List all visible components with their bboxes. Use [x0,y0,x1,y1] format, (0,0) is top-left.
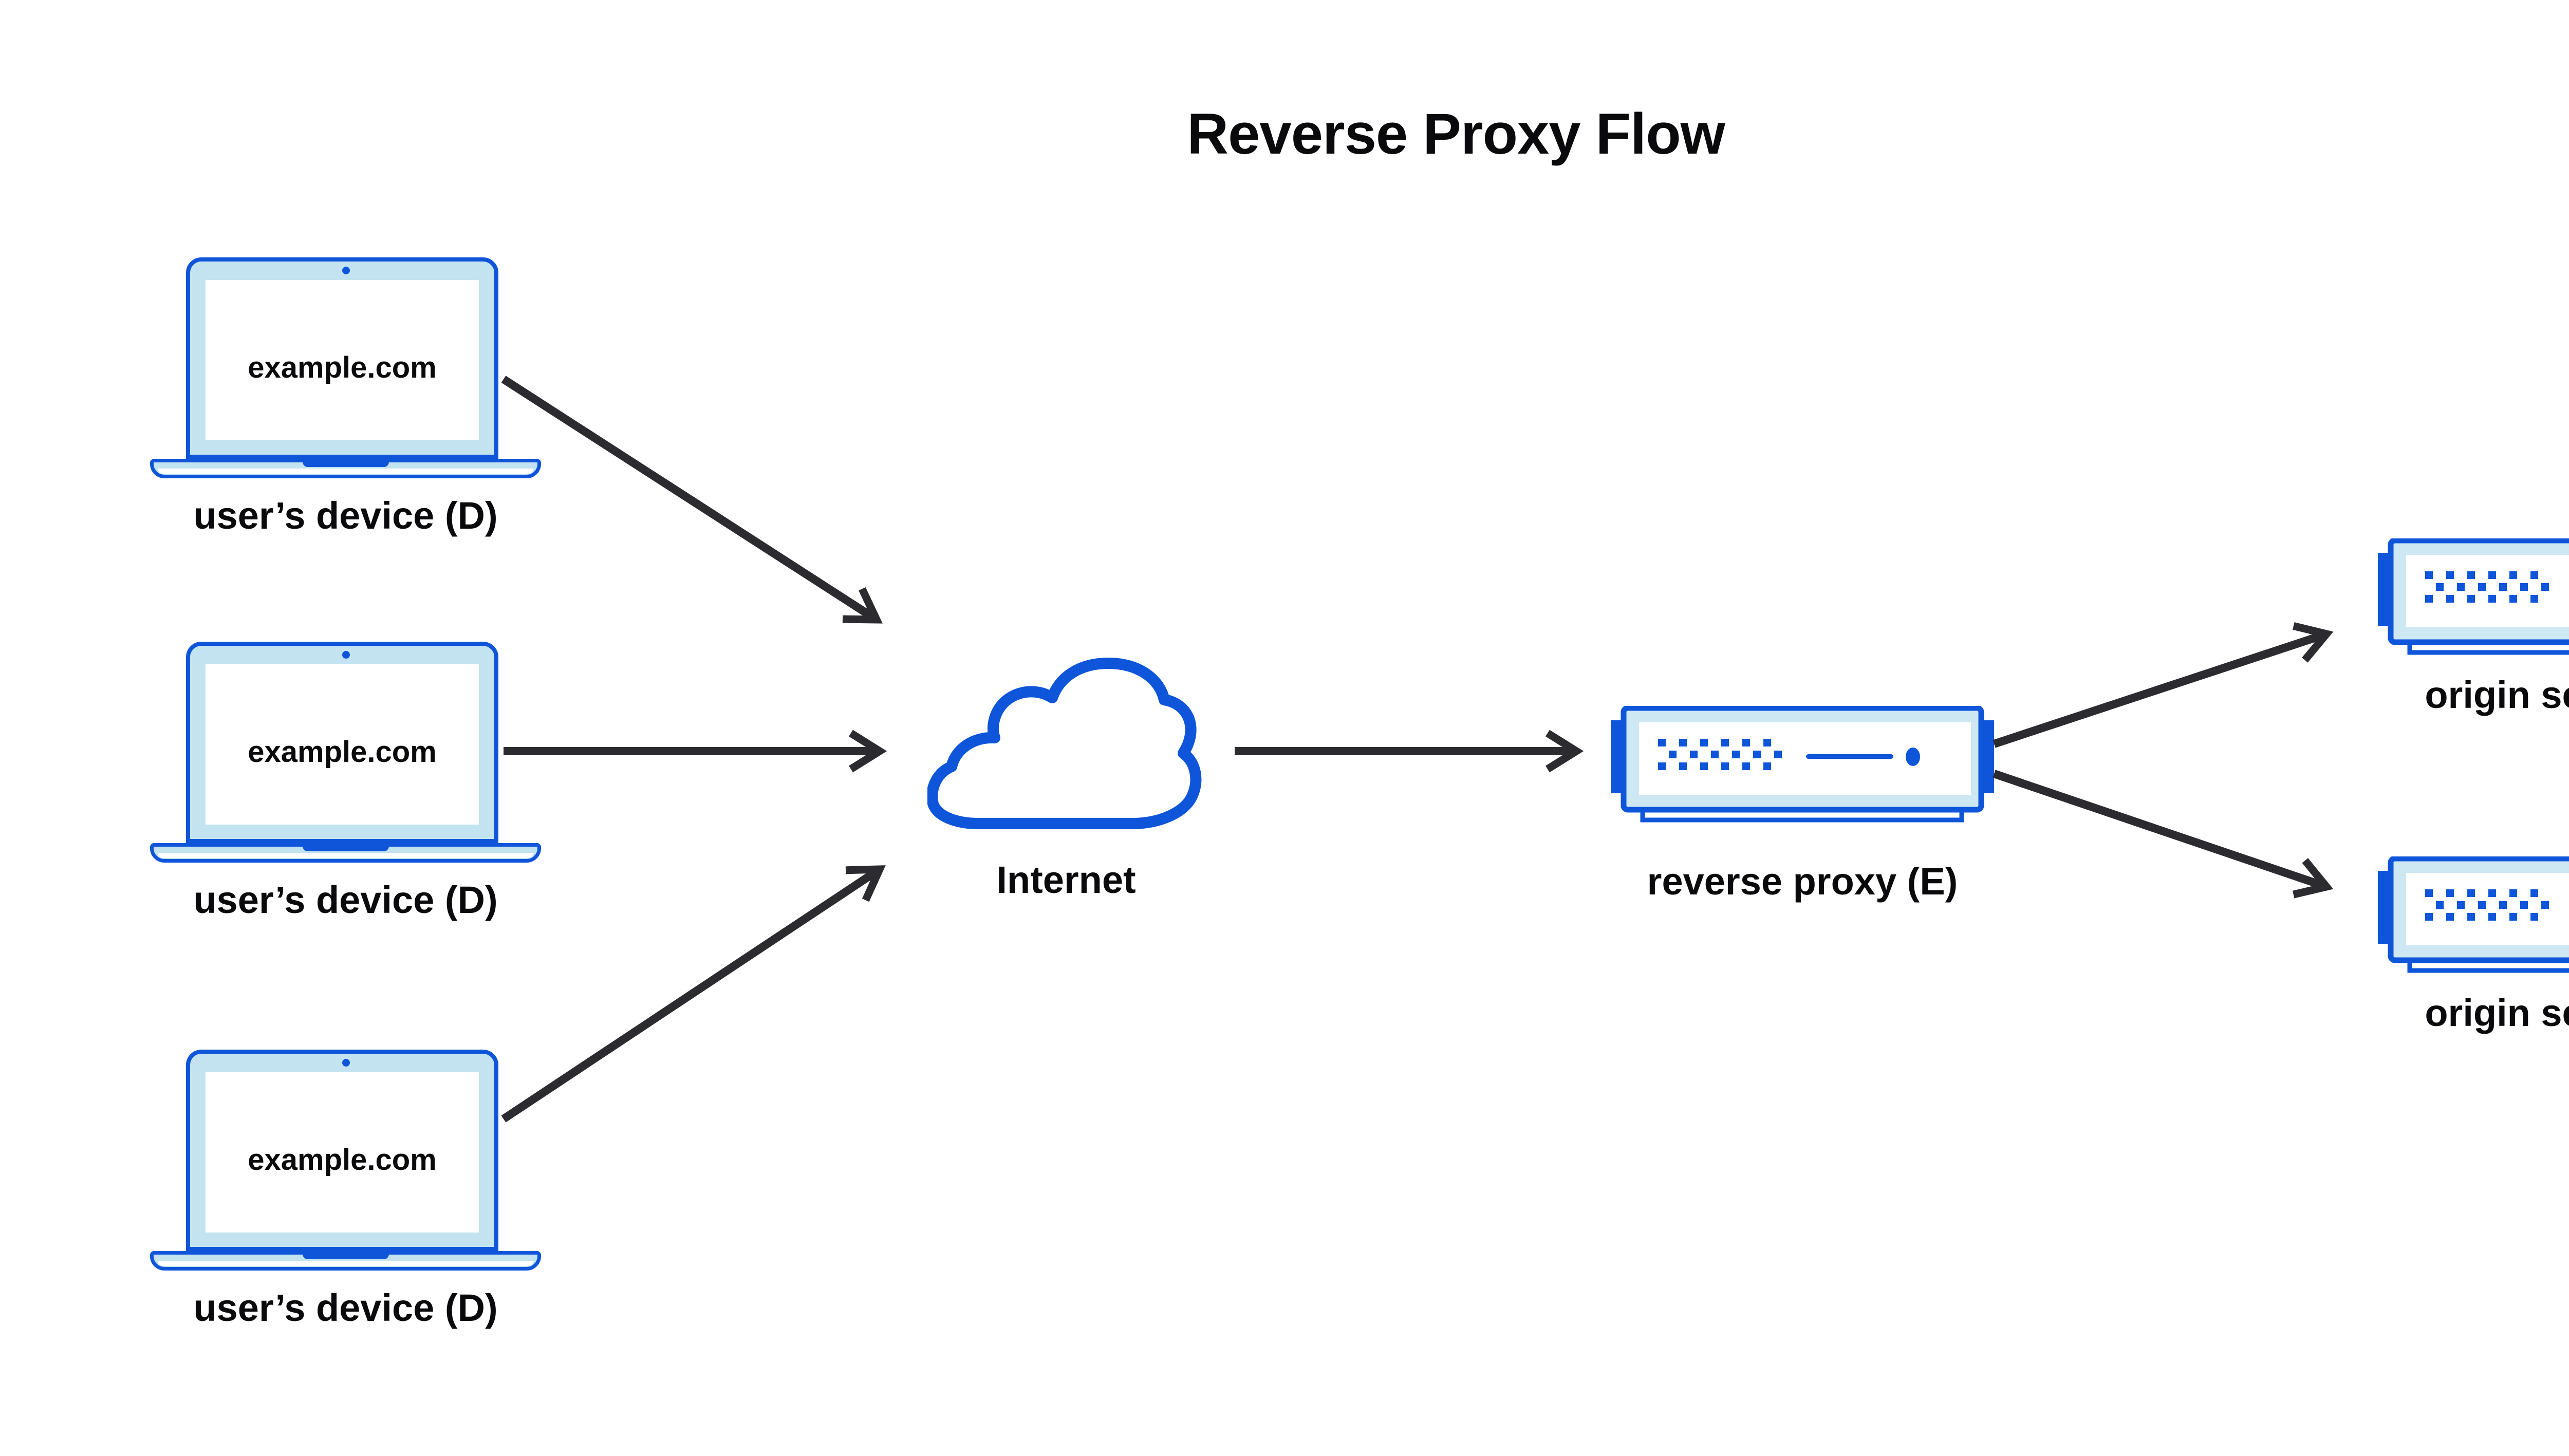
server-icon [2378,537,2569,655]
origin-server-label: origin server (F) [2425,674,2569,716]
server-pixel-grid [2425,889,2549,921]
arrow-device3-to-internet [501,865,886,1123]
server-pixel-grid [2425,571,2549,603]
arrow-proxy-to-origin1 [1993,622,2334,748]
laptop-display [206,280,479,440]
device-screen-url: example.com [248,735,437,769]
cloud-icon [926,658,1202,829]
reverse-proxy-label: reverse proxy (E) [1647,860,1958,903]
arrow-proxy-to-origin2 [1993,770,2334,899]
laptop-base-strip [158,1261,533,1266]
laptop-base [150,843,541,863]
server-pixel-grid [1658,739,1782,770]
webcam-dot-icon [342,651,350,659]
laptop-display [206,664,479,825]
origin-server-1: origin server (F) [2378,537,2569,744]
server-icon [2378,855,2569,973]
laptop-hinge [303,459,389,467]
internet-label: Internet [996,858,1136,901]
device-label: user’s device (D) [193,494,498,537]
user-device-2: example.com user’s device (D) [150,642,541,929]
user-device-1: example.com user’s device (D) [150,257,541,545]
internet-node: Internet [926,654,1205,931]
device-label: user’s device (D) [193,879,498,921]
laptop-base-strip [158,469,533,474]
laptop-hinge [303,1251,389,1259]
device-screen-url: example.com [248,1143,437,1177]
reverse-proxy-node: reverse proxy (E) [1611,705,1994,911]
webcam-dot-icon [342,267,350,274]
device-label: user’s device (D) [193,1286,498,1329]
laptop-base-strip [158,853,533,858]
webcam-dot-icon [342,1059,350,1067]
server-slot-line [1806,754,1893,759]
diagram-title: Reverse Proxy Flow [1187,102,1725,166]
arrow-device1-to-internet [501,376,883,624]
server-power-dot [1906,748,1920,766]
server-icon [1611,705,1994,823]
origin-server-label: origin server (F) [2425,992,2569,1034]
laptop-hinge [303,843,389,851]
device-screen-url: example.com [248,351,437,384]
laptop-display [206,1072,479,1233]
origin-server-2: origin server (F) [2378,855,2569,1062]
user-device-3: example.com user’s device (D) [150,1050,541,1337]
